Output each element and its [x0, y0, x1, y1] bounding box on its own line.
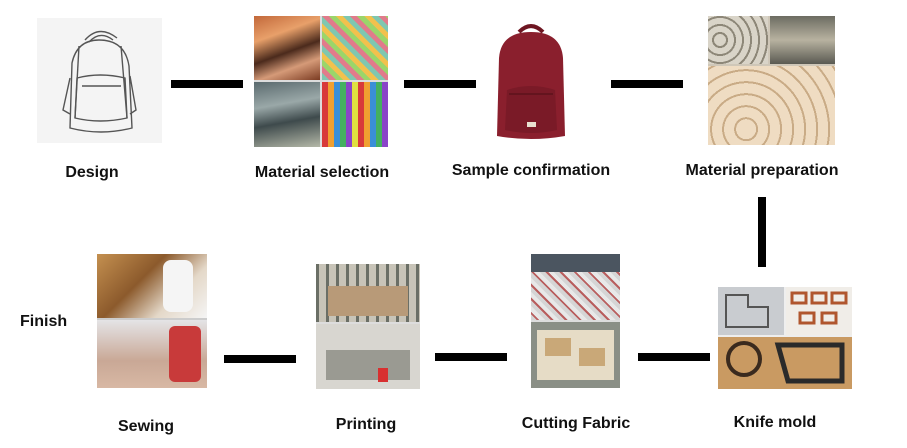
- cutting-fabric-image: [531, 254, 620, 388]
- sample-backpack-image: [487, 18, 575, 142]
- connector-sample-to-material-preparation: [611, 80, 683, 88]
- step-label-material-selection: Material selection: [255, 164, 389, 182]
- finish-label: Finish: [20, 313, 67, 331]
- knife-mold-image: [718, 287, 852, 389]
- step-label-design: Design: [65, 164, 118, 182]
- step-label-cutting-fabric: Cutting Fabric: [522, 415, 630, 433]
- step-label-sample-confirmation: Sample confirmation: [452, 162, 610, 180]
- connector-design-to-material-selection: [171, 80, 243, 88]
- connector-printing-to-sewing: [224, 355, 296, 363]
- step-label-material-preparation: Material preparation: [686, 162, 839, 180]
- material-selection-image: [254, 16, 388, 147]
- connector-cutting-fabric-to-printing: [435, 353, 507, 361]
- connector-material-selection-to-sample: [404, 80, 476, 88]
- design-sketch-image: [37, 18, 162, 143]
- step-label-knife-mold: Knife mold: [734, 414, 817, 432]
- connector-material-preparation-to-knife-mold: [758, 197, 766, 267]
- sewing-image: [97, 254, 207, 388]
- printing-image: [316, 264, 420, 389]
- connector-knife-mold-to-cutting-fabric: [638, 353, 710, 361]
- material-preparation-image: [708, 16, 835, 145]
- step-label-printing: Printing: [336, 416, 396, 434]
- step-label-sewing: Sewing: [118, 418, 174, 436]
